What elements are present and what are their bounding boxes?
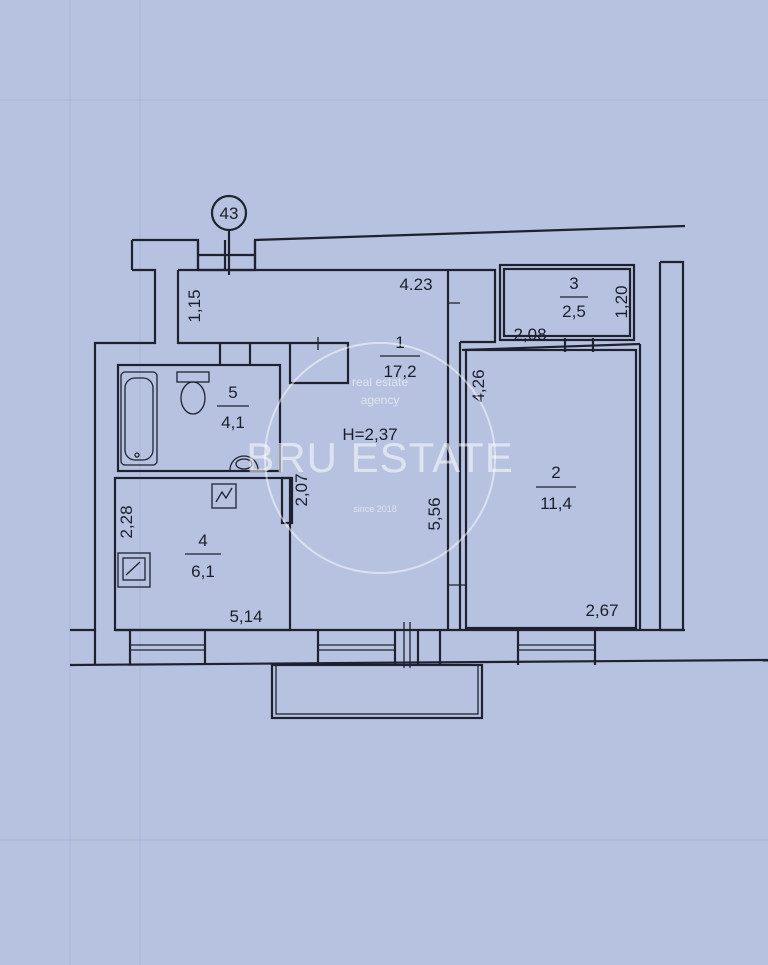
room-area: 17,2 (383, 362, 416, 381)
room-number: 2 (551, 463, 560, 482)
room-area: 2,5 (562, 302, 586, 321)
dimension-label: 2,08 (513, 325, 546, 344)
room-area: 4,1 (221, 413, 245, 432)
room-number: 1 (395, 333, 404, 352)
dimension-label: 5,56 (425, 497, 444, 530)
room-number: 5 (228, 383, 237, 402)
room-number: 3 (569, 274, 578, 293)
dimension-label: 4,26 (469, 369, 488, 402)
dimension-labels: 4.23 1,15 1,20 2,08 4,26 2,07 5,56 2,28 … (117, 275, 631, 626)
room-area: 11,4 (540, 494, 572, 513)
dimension-label: 2,67 (585, 601, 618, 620)
dimension-label: 2,07 (292, 473, 311, 506)
axis-marker-label: 43 (220, 204, 239, 223)
dimension-label: 2,28 (117, 505, 136, 538)
watermark-since: since 2018 (353, 504, 397, 514)
watermark-ring (264, 342, 496, 574)
walls (69, 224, 768, 720)
dimension-label: 1,20 (612, 285, 631, 318)
room-area: 6,1 (191, 562, 215, 581)
watermark: real estate agency BRU ESTATE since 2018 (246, 342, 513, 574)
dimension-label: 4.23 (399, 275, 432, 294)
dimension-label: 1,15 (185, 289, 204, 322)
room-labels: 1 17,2 H=2,37 2 11,4 3 2,5 4 6,1 5 4,1 (185, 274, 588, 581)
watermark-brand: BRU ESTATE (246, 434, 513, 481)
room-number: 4 (198, 531, 207, 550)
axis-marker: 43 (210, 194, 248, 275)
ceiling-height: H=2,37 (342, 425, 397, 444)
dimension-label: 5,14 (229, 607, 262, 626)
watermark-line1: real estate (352, 375, 408, 389)
watermark-line2: agency (361, 393, 400, 407)
